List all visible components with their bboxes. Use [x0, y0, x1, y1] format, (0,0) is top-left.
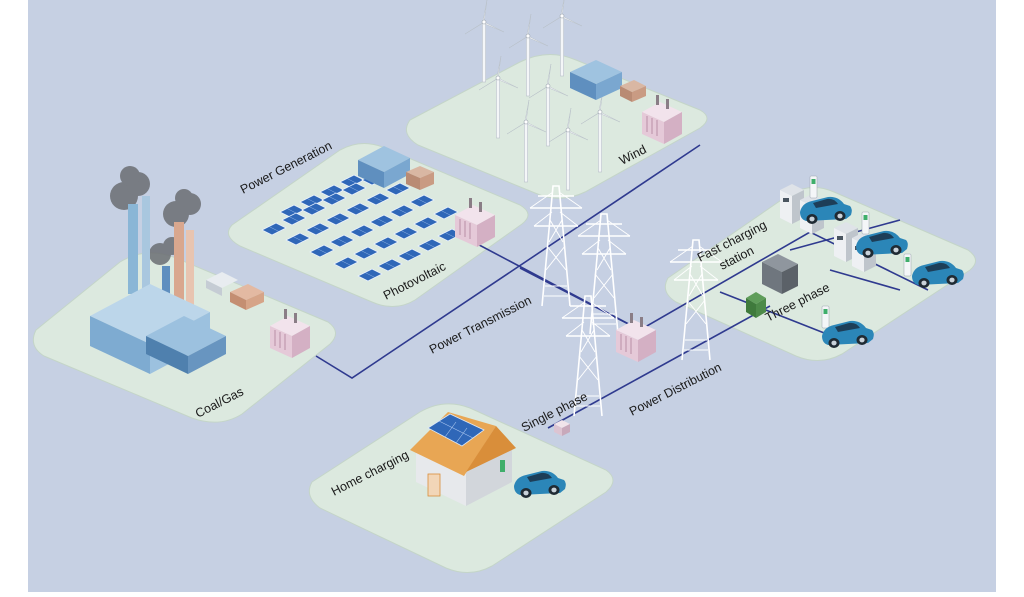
home-house — [410, 412, 516, 506]
fast-charging-platform — [664, 187, 976, 361]
coal-gas-plant — [90, 166, 264, 374]
single-phase-box — [554, 420, 570, 436]
three-phase-transformer — [746, 254, 798, 318]
photovoltaic-building — [358, 146, 434, 190]
wind-building — [570, 60, 646, 102]
